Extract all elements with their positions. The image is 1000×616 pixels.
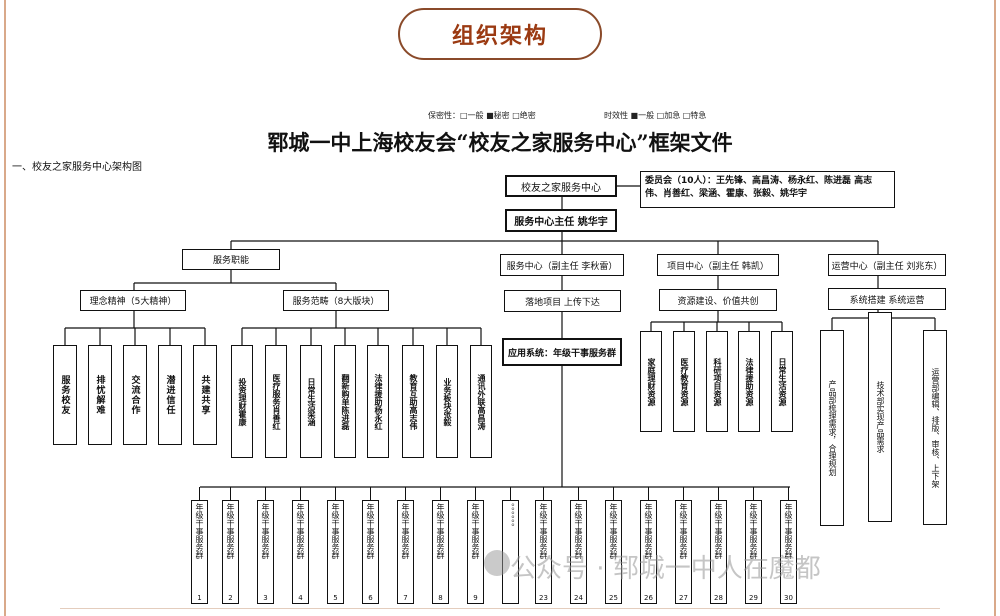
document-title: 郓城一中上海校友会“校友之家服务中心”框架文件 <box>267 130 733 155</box>
year-group-box: 年级干事服务群 8 <box>432 500 449 604</box>
year-group-label: 年级干事服务群 <box>539 503 548 559</box>
scope-item: 投资理财霍康 <box>231 345 253 458</box>
year-group-number: 5 <box>333 594 338 602</box>
year-group-label: 年级干事服务群 <box>784 503 793 559</box>
scope-item: 业务板块张毅 <box>436 345 458 458</box>
project-item: 日常生活资源 <box>771 331 793 432</box>
year-group-label: 年级干事服务群 <box>471 503 480 559</box>
year-group-box: 年级干事服务群 28 <box>710 500 727 604</box>
scope-item: 法律援助杨永红 <box>367 345 389 458</box>
scope-item: 通讯外联高昌涛 <box>470 345 492 458</box>
spirit-node: 理念精神（5大精神） <box>80 290 186 311</box>
year-group-label: 年级干事服务群 <box>749 503 758 559</box>
year-group-number: 26 <box>644 594 653 602</box>
year-group-box: 年级干事服务群 30 <box>780 500 797 604</box>
project-item: 科研项目资源 <box>706 331 728 432</box>
year-group-number: 4 <box>298 594 303 602</box>
root-node: 校友之家服务中心 <box>505 175 617 197</box>
project-center-node: 项目中心（副主任 韩凯） <box>657 254 779 276</box>
year-group-box: 年级干事服务群 9 <box>467 500 484 604</box>
spirit-item: 潜进信任 <box>158 345 182 445</box>
year-group-label: 年级干事服务群 <box>436 503 445 559</box>
year-group-number: 1 <box>197 594 202 602</box>
frame-right-border <box>994 0 996 616</box>
year-group-number: 28 <box>714 594 723 602</box>
year-group-box: 年级干事服务群 2 <box>222 500 239 604</box>
year-group-box: 年级干事服务群 4 <box>292 500 309 604</box>
year-group-box: 年级干事服务群 1 <box>191 500 208 604</box>
spirit-item: 服务校友 <box>53 345 77 445</box>
year-group-box: 年级干事服务群 7 <box>397 500 414 604</box>
year-group-box: 年级干事服务群 27 <box>675 500 692 604</box>
project-sub-node: 资源建设、价值共创 <box>659 289 777 311</box>
year-group-box: 年级干事服务群 25 <box>605 500 622 604</box>
ops-item-operations: 运营部编辑、排版、审核、上下架 <box>923 330 947 525</box>
spirit-item: 共建共享 <box>193 345 217 445</box>
year-group-label: 年级干事服务群 <box>366 503 375 559</box>
year-group-label: 年级干事服务群 <box>644 503 653 559</box>
year-group-label: 。。。。。。 <box>506 503 515 531</box>
scope-node: 服务范畴（8大版块） <box>283 290 389 311</box>
year-group-label: 年级干事服务群 <box>714 503 723 559</box>
wechat-icon <box>484 550 510 576</box>
service-app-node: 应用系统：年级干事服务群 <box>502 338 622 366</box>
committee-node: 委员会（10人）：王先锋、高昌涛、杨永红、陈进磊 高志伟、肖善红、梁涵、霍康、张… <box>640 171 895 208</box>
year-group-label: 年级干事服务群 <box>609 503 618 559</box>
year-group-number: 27 <box>679 594 688 602</box>
year-group-number: 6 <box>368 594 373 602</box>
year-group-label: 年级干事服务群 <box>331 503 340 559</box>
year-group-number: 24 <box>574 594 583 602</box>
year-group-number: 29 <box>749 594 758 602</box>
scope-item: 教育互助高志伟 <box>402 345 424 458</box>
service-sub-node: 落地项目 上传下达 <box>504 290 621 312</box>
year-group-box: 年级干事服务群 3 <box>257 500 274 604</box>
year-group-label: 年级干事服务群 <box>226 503 235 559</box>
timeliness-line: 时效性 ■一般 □加急 □特急 <box>604 111 707 120</box>
year-group-box: 年级干事服务群 24 <box>570 500 587 604</box>
year-group-label: 年级干事服务群 <box>296 503 305 559</box>
director-node: 服务中心主任 姚华宇 <box>505 209 617 232</box>
year-group-number: 9 <box>473 594 478 602</box>
year-group-number: 2 <box>228 594 233 602</box>
watermark: 公众号 · 郓城一中人在魔都 <box>510 554 821 584</box>
frame-bottom-rule <box>60 608 940 609</box>
duties-node: 服务职能 <box>182 249 280 270</box>
project-item: 法律援助资源 <box>738 331 760 432</box>
scope-item: 日常生活梁涵 <box>300 345 322 458</box>
scope-item: 翻新购单陈进磊 <box>334 345 356 458</box>
year-group-box: 年级干事服务群 5 <box>327 500 344 604</box>
year-group-label: 年级干事服务群 <box>401 503 410 559</box>
year-group-box: 年级干事服务群 29 <box>745 500 762 604</box>
year-group-number: 7 <box>403 594 408 602</box>
spirit-item: 排忧解难 <box>88 345 112 445</box>
page-title: 组织架构 <box>398 8 602 60</box>
ops-center-node: 运营中心（副主任 刘兆东） <box>828 254 946 276</box>
ops-item-product: 产品部梳理需求，合理规划 <box>820 330 844 526</box>
project-item: 家庭理财资源 <box>640 331 662 432</box>
ops-item-tech: 技术部实现产品需求 <box>868 312 892 522</box>
confidentiality-line: 保密性：□一般 ■秘密 □绝密 <box>428 111 536 120</box>
year-group-number: 30 <box>784 594 793 602</box>
frame-left-border <box>4 0 6 616</box>
year-group-label: 年级干事服务群 <box>261 503 270 559</box>
year-group-label: 年级干事服务群 <box>679 503 688 559</box>
year-group-box: 年级干事服务群 23 <box>535 500 552 604</box>
year-group-number: 3 <box>263 594 268 602</box>
section-heading: 一、校友之家服务中心架构图 <box>12 162 142 173</box>
year-group-number: 8 <box>438 594 443 602</box>
year-group-box: 年级干事服务群 6 <box>362 500 379 604</box>
service-center-node: 服务中心（副主任 李秋雷） <box>500 254 624 276</box>
year-group-label: 年级干事服务群 <box>574 503 583 559</box>
year-group-number: 23 <box>539 594 548 602</box>
project-item: 医疗教育资源 <box>673 331 695 432</box>
scope-item: 医疗服务肖善红 <box>265 345 287 458</box>
year-group-number: 25 <box>609 594 618 602</box>
year-group-box: 年级干事服务群 26 <box>640 500 657 604</box>
ops-sub-node: 系统搭建 系统运营 <box>828 288 946 310</box>
spirit-item: 交流合作 <box>123 345 147 445</box>
year-group-label: 年级干事服务群 <box>195 503 204 559</box>
